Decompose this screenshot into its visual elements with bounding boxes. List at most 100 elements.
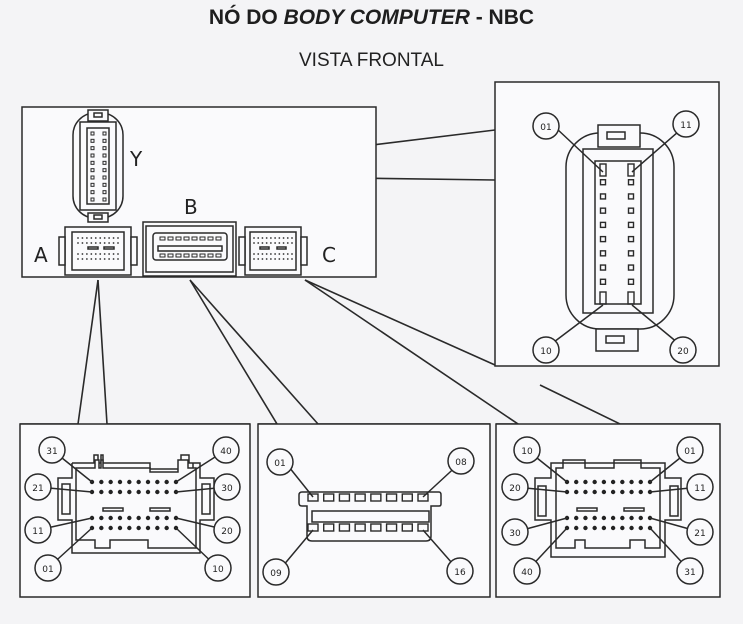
- pin: [265, 253, 268, 255]
- pin: [610, 479, 616, 485]
- pin: [90, 237, 93, 239]
- pin-callout: [676, 436, 704, 464]
- pin: [99, 253, 102, 255]
- leader-a-right: [97, 279, 250, 425]
- leader-b-right: [189, 279, 490, 425]
- pin-callout: [213, 516, 241, 544]
- pin: [159, 236, 166, 241]
- pin-label: 11: [680, 121, 691, 131]
- pin: [265, 237, 268, 239]
- pin: [102, 175, 107, 180]
- pin: [401, 523, 413, 532]
- pin: [338, 493, 351, 502]
- pin: [175, 253, 182, 258]
- pin: [90, 182, 95, 187]
- pin: [164, 489, 169, 495]
- pin: [191, 236, 198, 241]
- pin-label: 11: [694, 484, 705, 494]
- pin: [592, 525, 597, 531]
- pin: [601, 515, 607, 521]
- pin-label: 09: [270, 569, 282, 579]
- pin: [583, 479, 588, 485]
- pin: [90, 131, 95, 136]
- pin: [257, 242, 260, 244]
- pin: [627, 193, 635, 200]
- pin: [291, 237, 293, 239]
- pin: [127, 525, 132, 531]
- pin: [592, 489, 597, 495]
- diagram-title: NÓ DO BODY COMPUTER - NBC: [0, 6, 743, 30]
- pin: [90, 175, 95, 180]
- connector-b[interactable]: [142, 221, 237, 277]
- pin: [620, 515, 625, 521]
- pin: [102, 190, 107, 195]
- pin-callout: [676, 557, 704, 585]
- pin: [282, 237, 285, 239]
- leader-c-top: [304, 279, 496, 366]
- b-pin-callouts: 01 08 09 16: [262, 447, 475, 586]
- pin: [103, 253, 106, 255]
- pin: [627, 264, 635, 271]
- pin: [99, 525, 104, 531]
- pin: [610, 489, 616, 495]
- pin: [257, 253, 260, 255]
- pin: [599, 221, 607, 229]
- pin: [291, 258, 293, 260]
- label-a: A: [34, 243, 48, 267]
- pin: [167, 253, 174, 258]
- pin: [253, 237, 255, 239]
- pin: [278, 258, 281, 260]
- detail-y-panel: 01 11 10 20: [494, 81, 720, 367]
- pin: [117, 237, 119, 239]
- pin: [77, 258, 79, 260]
- pin: [401, 493, 413, 502]
- connector-c[interactable]: [238, 226, 308, 276]
- pin: [274, 258, 277, 260]
- connector-y[interactable]: [72, 109, 124, 223]
- pin: [77, 253, 79, 255]
- pin: [638, 479, 643, 485]
- pin-callout: [513, 436, 541, 464]
- pin: [99, 258, 102, 260]
- pin: [117, 489, 123, 495]
- pin: [103, 258, 106, 260]
- pin-label: 21: [694, 529, 705, 539]
- pin-callout: [24, 516, 52, 544]
- pin: [601, 525, 607, 531]
- pin: [620, 489, 625, 495]
- pin: [102, 197, 107, 202]
- pin: [269, 237, 272, 239]
- pin-callout: [204, 554, 232, 582]
- pin-label: 01: [42, 565, 53, 575]
- pin: [81, 237, 84, 239]
- pin: [191, 253, 198, 258]
- pin: [599, 193, 607, 200]
- pin: [108, 525, 113, 531]
- pin: [85, 258, 88, 260]
- pin: [592, 479, 597, 485]
- pin-callout: [501, 518, 529, 546]
- pin: [354, 493, 366, 502]
- pin: [164, 525, 169, 531]
- pin: [117, 515, 123, 521]
- title-suffix: - NBC: [469, 6, 535, 29]
- pin: [102, 131, 107, 136]
- pin: [638, 525, 643, 531]
- pin: [291, 253, 293, 255]
- pin: [282, 242, 285, 244]
- pin-label: 10: [540, 347, 552, 357]
- pin: [90, 168, 95, 173]
- pin: [94, 237, 97, 239]
- pin: [127, 515, 132, 521]
- pin: [102, 146, 107, 151]
- pin: [620, 479, 625, 485]
- connector-a[interactable]: [58, 226, 138, 276]
- pin: [102, 168, 107, 173]
- pin: [282, 253, 285, 255]
- pin: [215, 236, 222, 241]
- label-c: C: [322, 243, 336, 267]
- pin: [583, 489, 588, 495]
- pin: [261, 237, 264, 239]
- pin-label: 31: [684, 568, 695, 578]
- pin: [638, 515, 643, 521]
